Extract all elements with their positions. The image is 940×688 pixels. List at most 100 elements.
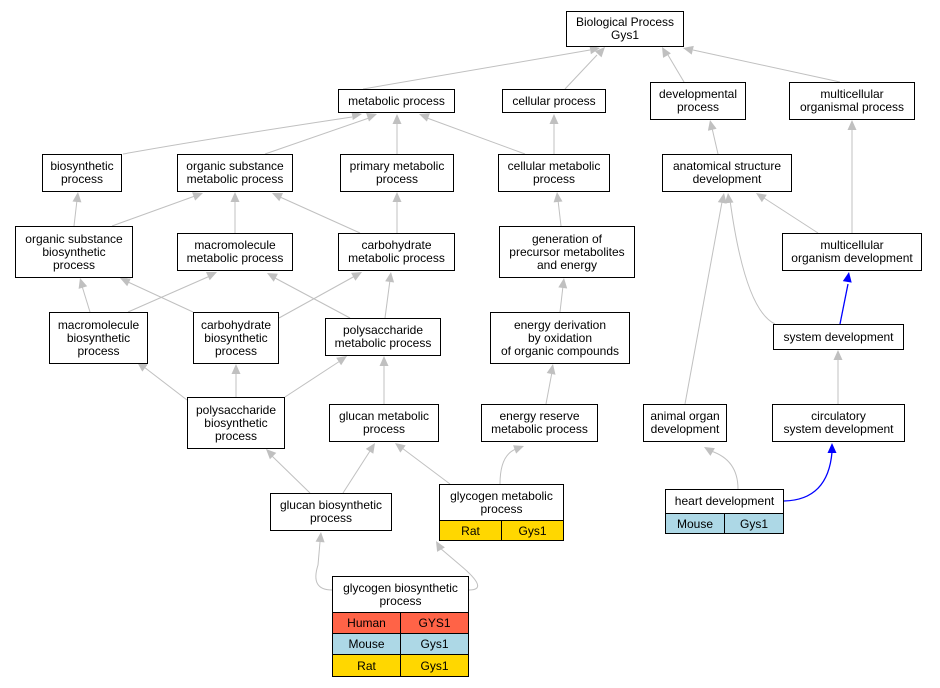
- edge-organic-to-metabolic-arrowhead: [366, 113, 377, 122]
- edge-glycbio-to-glycmet: [439, 547, 479, 591]
- node-biological-process-gys1: Biological Process Gys1: [566, 11, 684, 47]
- edge-glucanbio-to-glucanmet-arrowhead: [365, 443, 375, 454]
- edge-developmental-to-bp-arrowhead: [662, 47, 671, 58]
- edge-mod-to-anatomical: [763, 197, 819, 234]
- edge-carbohydrate-to-organic-arrowhead: [272, 193, 283, 202]
- edge-energyres-to-energyder: [545, 371, 553, 405]
- node-polysaccharide-biosynthetic-process: polysaccharide biosynthetic process: [187, 397, 285, 449]
- edge-glucanbio-to-pbp: [271, 455, 311, 494]
- gene-cell: Gys1: [400, 634, 468, 654]
- edge-cellular-met-to-cellular-arrowhead: [549, 114, 559, 124]
- node-glycogen-metabolic-process: glycogen metabolic process: [439, 484, 564, 520]
- edge-organ-to-anatomical: [684, 201, 723, 405]
- node-macromolecule-biosynthetic-process: macromolecule biosynthetic process: [49, 312, 148, 364]
- node-glucan-biosynthetic-process: glucan biosynthetic process: [270, 493, 392, 531]
- edge-glycmet-to-glucanmet: [401, 447, 451, 485]
- edge-heart-to-circulatory: [783, 451, 833, 502]
- annotation-row-rat: Rat Gys1: [439, 520, 564, 541]
- node-heart-development: heart development: [665, 489, 784, 513]
- edge-cbp-to-carbohydrate-arrowhead: [351, 272, 362, 281]
- node-circulatory-system-development: circulatory system development: [772, 404, 905, 442]
- species-cell: Rat: [357, 658, 376, 673]
- edge-glycmet-to-energyres: [499, 448, 517, 485]
- node-metabolic-process: metabolic process: [338, 89, 455, 113]
- edge-glycmet-to-glucanmet-arrowhead: [395, 443, 406, 453]
- node-cellular-metabolic-process: cellular metabolic process: [498, 154, 610, 192]
- node-polysaccharide-metabolic-process: polysaccharide metabolic process: [325, 318, 441, 356]
- edge-sysdev-to-anatomical: [729, 199, 776, 325]
- annotation-row-mouse: Mouse Gys1: [665, 513, 784, 534]
- node-primary-metabolic-process: primary metabolic process: [340, 154, 454, 192]
- edge-mod-to-multicellular-arrowhead: [847, 120, 857, 130]
- edge-energyder-to-generation: [559, 285, 564, 313]
- node-energy-derivation-by-oxidation: energy derivation by oxidation of organi…: [490, 312, 630, 364]
- node-animal-organ-development: animal organ development: [643, 404, 727, 442]
- edge-metabolic-to-bp-arrowhead: [589, 45, 600, 55]
- node-carbohydrate-biosynthetic-process: carbohydrate biosynthetic process: [193, 312, 279, 364]
- edge-heart-to-circulatory-arrowhead: [827, 443, 837, 453]
- edge-cbp-to-carbohydrate: [278, 275, 356, 319]
- node-carbohydrate-metabolic-process: carbohydrate metabolic process: [338, 233, 455, 271]
- annotation-row-mouse: Mouse Gys1: [332, 634, 469, 655]
- edge-cellular-met-to-metabolic-arrowhead: [419, 113, 430, 122]
- edge-anatomical-to-developmental: [711, 127, 719, 155]
- edge-heart-to-organ-arrowhead: [704, 447, 715, 456]
- edge-cbp-to-osb-arrowhead: [120, 278, 131, 287]
- edge-mbp-to-macromolecule: [127, 275, 211, 313]
- edge-biosynthetic-to-metabolic-arrowhead: [351, 111, 362, 120]
- annotation-row-rat: Rat Gys1: [332, 655, 469, 677]
- edge-osb-to-organic: [111, 195, 196, 227]
- node-energy-reserve-metabolic-process: energy reserve metabolic process: [481, 404, 598, 442]
- edge-biosynthetic-to-metabolic: [122, 116, 353, 155]
- node-glycogen-biosynthetic-process: glycogen biosynthetic process: [332, 576, 469, 612]
- edge-metabolic-to-bp: [362, 49, 591, 90]
- node-organic-substance-biosynthetic-process: organic substance biosynthetic process: [15, 226, 133, 278]
- species-cell: Mouse: [348, 637, 385, 651]
- edge-developmental-to-bp: [667, 54, 685, 83]
- edge-glucanbio-to-pbp-arrowhead: [266, 449, 277, 460]
- edge-cellular-to-bp: [564, 54, 598, 90]
- gene-cell: Gys1: [400, 655, 468, 676]
- edge-primary-to-metabolic-arrowhead: [392, 114, 402, 124]
- edge-carbohydrate-to-organic: [279, 196, 361, 234]
- edge-multicellular-to-bp: [692, 49, 841, 83]
- node-cellular-process: cellular process: [502, 89, 606, 113]
- node-generation-of-precursor-metabolites: generation of precursor metabolites and …: [499, 226, 635, 278]
- edge-mbp-to-osb: [81, 285, 91, 313]
- edge-cellular-to-bp-arrowhead: [594, 47, 605, 58]
- edge-osb-to-biosynthetic: [73, 199, 78, 227]
- node-anatomical-structure-development: anatomical structure development: [662, 154, 792, 192]
- edge-organ-to-anatomical-arrowhead: [717, 193, 727, 204]
- edge-polymet-to-macromolecule-arrowhead: [267, 273, 278, 282]
- annotation-row-human: Human GYS1: [332, 612, 469, 634]
- edge-sysdev-to-mod: [839, 283, 849, 325]
- edge-sysdev-to-mod-arrowhead: [842, 272, 852, 283]
- edge-anatomical-to-developmental-arrowhead: [707, 120, 717, 131]
- edge-generation-to-cellular-met-arrowhead: [553, 192, 563, 203]
- edge-glycbio-to-glucanbio-arrowhead: [315, 532, 325, 543]
- edge-mod-to-anatomical-arrowhead: [756, 193, 767, 203]
- edge-multicellular-to-bp-arrowhead: [683, 45, 694, 55]
- gene-cell: GYS1: [400, 613, 468, 633]
- gene-cell: Gys1: [724, 514, 783, 533]
- edge-pbp-to-polymet-arrowhead: [336, 356, 347, 366]
- edge-cellular-met-to-metabolic: [426, 117, 526, 155]
- edge-carbohydrate-to-primary-arrowhead: [392, 192, 402, 202]
- edge-circulatory-to-sysdev-arrowhead: [833, 350, 843, 360]
- species-cell: Human: [347, 616, 386, 630]
- edge-organic-to-metabolic: [264, 117, 370, 155]
- edge-polymet-to-carbohydrate: [384, 279, 391, 319]
- edge-glycmet-to-energyres-arrowhead: [513, 445, 524, 454]
- species-cell: Mouse: [676, 516, 714, 531]
- edge-pbp-to-polymet: [284, 360, 341, 398]
- node-macromolecule-metabolic-process: macromolecule metabolic process: [177, 233, 293, 271]
- edge-glucanbio-to-glucanmet: [342, 450, 371, 494]
- edge-polymet-to-macromolecule: [274, 277, 351, 319]
- edge-glycbio-to-glycmet-arrowhead: [436, 541, 445, 552]
- species-cell: Rat: [461, 523, 480, 538]
- edge-energyres-to-energyder-arrowhead: [546, 364, 556, 375]
- edge-mbp-to-macromolecule-arrowhead: [206, 272, 217, 281]
- edge-heart-to-organ: [710, 450, 739, 490]
- edge-pbp-to-mbp-arrowhead: [137, 362, 148, 372]
- edge-mbp-to-osb-arrowhead: [78, 278, 88, 289]
